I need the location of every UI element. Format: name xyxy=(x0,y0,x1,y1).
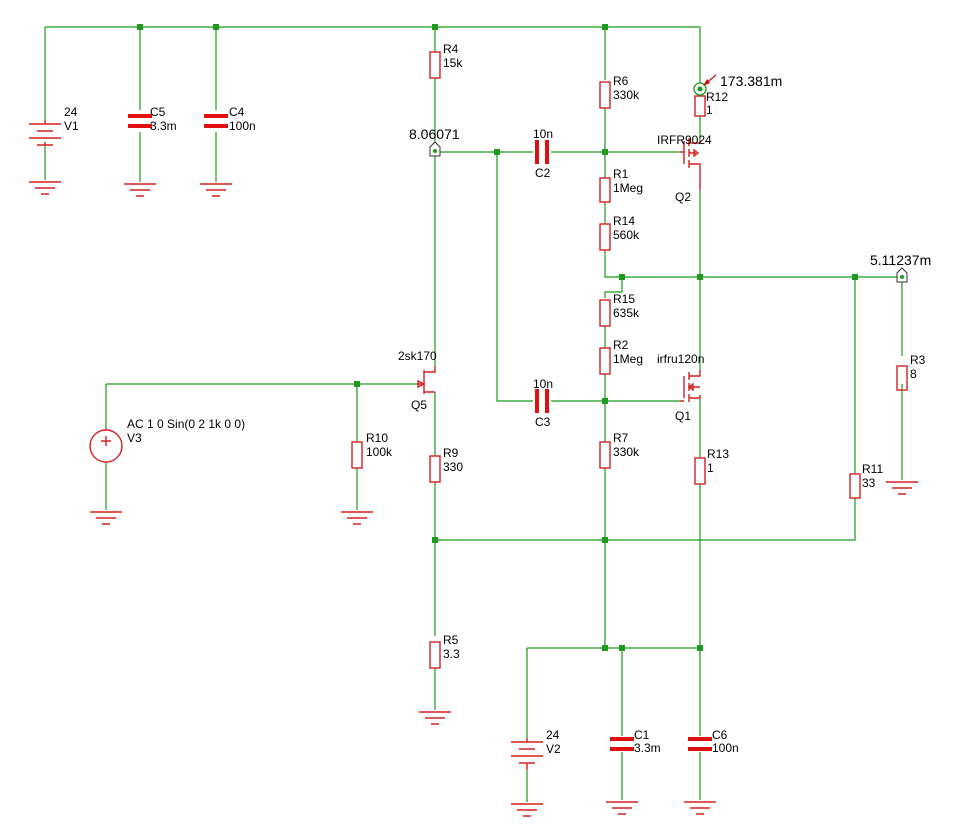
r9-ref: R9 xyxy=(443,446,459,460)
resistor-r15[interactable] xyxy=(599,299,611,327)
r10-ref: R10 xyxy=(366,431,388,445)
voltage-probe-1[interactable] xyxy=(429,141,441,157)
resistor-r12[interactable] xyxy=(694,95,706,117)
jfet-q5[interactable] xyxy=(417,366,436,394)
resistor-r7[interactable] xyxy=(599,441,611,469)
r12-value: 1 xyxy=(706,103,713,117)
r9-value: 330 xyxy=(443,460,463,474)
resistor-r10[interactable] xyxy=(351,441,363,469)
q5-model: 2sk170 xyxy=(398,349,437,363)
r11-value: 33 xyxy=(862,476,876,490)
v2-value: 24 xyxy=(546,728,560,742)
r12-ref: R12 xyxy=(706,90,728,104)
c1-ref: C1 xyxy=(634,728,650,742)
mosfet-q1[interactable] xyxy=(680,370,701,402)
q1-ref: Q1 xyxy=(675,409,691,423)
c2-ref: C2 xyxy=(535,166,551,180)
resistor-r1[interactable] xyxy=(599,177,611,203)
capacitor-c6[interactable] xyxy=(688,737,712,751)
capacitor-c5[interactable] xyxy=(128,114,152,128)
v1-ref: V1 xyxy=(64,119,79,133)
r14-value: 560k xyxy=(613,228,640,242)
resistor-r5[interactable] xyxy=(429,641,441,669)
q2-model: IRFR9024 xyxy=(657,133,712,147)
capacitor-c2[interactable] xyxy=(535,140,549,164)
wires xyxy=(44,26,903,802)
r6-ref: R6 xyxy=(613,74,629,88)
v1-value: 24 xyxy=(64,105,78,119)
resistor-r6[interactable] xyxy=(599,81,611,109)
r7-value: 330k xyxy=(613,445,640,459)
r11-ref: R11 xyxy=(862,462,883,476)
c5-value: 3.3m xyxy=(150,119,177,133)
r3-ref: R3 xyxy=(910,353,926,367)
c4-value: 100n xyxy=(229,119,256,133)
r13-ref: R13 xyxy=(707,447,729,461)
resistor-r2[interactable] xyxy=(599,347,611,375)
junctions xyxy=(137,24,858,651)
mosfet-q2[interactable] xyxy=(680,138,701,190)
probe-3-reading: 5.11237m xyxy=(870,252,931,268)
c2-value: 10n xyxy=(533,127,553,141)
probe-2-reading: 173.381m xyxy=(720,73,782,89)
r4-ref: R4 xyxy=(443,42,459,56)
c1-value: 3.3m xyxy=(634,741,661,755)
capacitor-c3[interactable] xyxy=(535,389,549,413)
c3-value: 10n xyxy=(533,377,553,391)
r10-value: 100k xyxy=(366,445,393,459)
resistor-r11[interactable] xyxy=(849,473,861,499)
r2-ref: R2 xyxy=(613,338,629,352)
q1-model: irfru120n xyxy=(657,352,704,366)
q5-ref: Q5 xyxy=(411,398,427,412)
voltage-probe-3[interactable] xyxy=(896,267,908,283)
capacitor-c4[interactable] xyxy=(204,114,228,128)
c4-ref: C4 xyxy=(229,105,245,119)
ac-source-v3[interactable] xyxy=(89,429,123,463)
v3-ref: V3 xyxy=(127,431,142,445)
resistor-r4[interactable] xyxy=(429,51,441,79)
r2-value: 1Meg xyxy=(613,352,643,366)
resistor-r3[interactable] xyxy=(896,365,908,391)
r13-value: 1 xyxy=(707,461,714,475)
r3-value: 8 xyxy=(910,367,917,381)
r1-value: 1Meg xyxy=(613,181,643,195)
r6-value: 330k xyxy=(613,88,640,102)
v3-value: AC 1 0 Sin(0 2 1k 0 0) xyxy=(127,417,245,431)
c5-ref: C5 xyxy=(150,105,166,119)
c6-value: 100n xyxy=(712,741,739,755)
resistor-r13[interactable] xyxy=(694,457,706,485)
c3-ref: C3 xyxy=(535,415,551,429)
resistor-r9[interactable] xyxy=(429,455,441,483)
r15-value: 635k xyxy=(613,306,640,320)
r7-ref: R7 xyxy=(613,431,629,445)
r14-ref: R14 xyxy=(613,214,635,228)
probe-1-reading: 8.06071 xyxy=(409,126,460,142)
r15-ref: R15 xyxy=(613,292,635,306)
r1-ref: R1 xyxy=(613,167,629,181)
resistor-r14[interactable] xyxy=(599,223,611,251)
r4-value: 15k xyxy=(443,56,463,70)
q2-ref: Q2 xyxy=(675,190,691,204)
capacitor-c1[interactable] xyxy=(610,737,634,751)
r5-ref: R5 xyxy=(443,633,459,647)
c6-ref: C6 xyxy=(712,728,728,742)
v2-ref: V2 xyxy=(546,742,561,756)
r5-value: 3.3 xyxy=(443,647,460,661)
battery-v1[interactable] xyxy=(29,120,61,146)
battery-v2[interactable] xyxy=(511,738,543,770)
ground-symbols xyxy=(29,181,918,817)
current-probe-2[interactable] xyxy=(693,74,717,96)
